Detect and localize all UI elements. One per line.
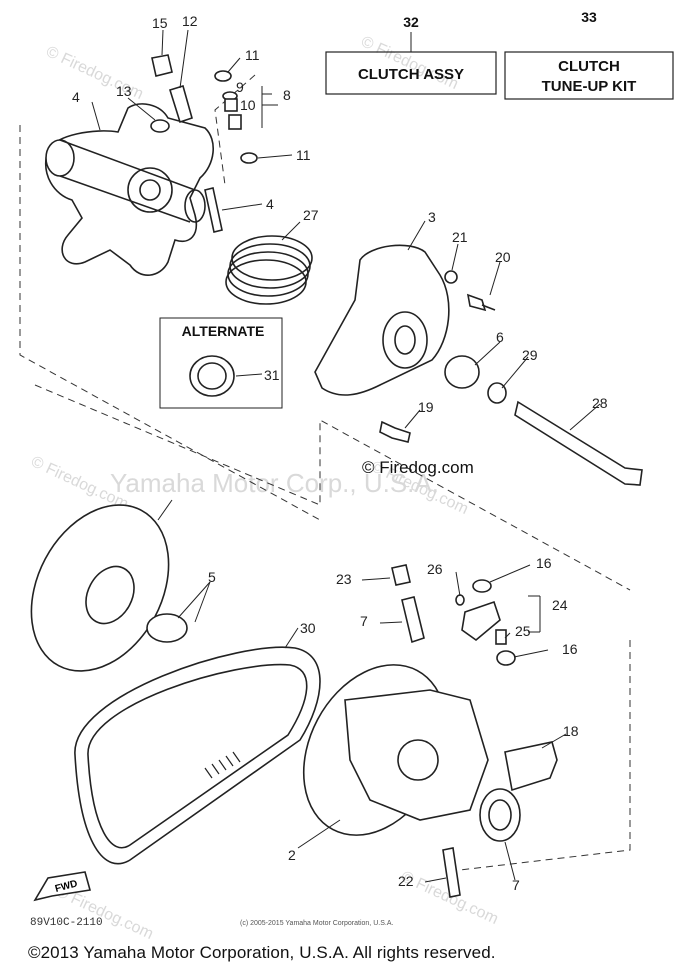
footer-copyright: ©2013 Yamaha Motor Corporation, U.S.A. A…: [28, 943, 496, 962]
kit-32-box: [325, 51, 497, 95]
callout-26: 26: [427, 561, 443, 577]
moveable-sheave-2: [302, 664, 489, 836]
callout-19: 19: [418, 399, 434, 415]
callout-2: 2: [288, 847, 296, 863]
fixed-sheave: [30, 504, 170, 672]
spring-27: [225, 235, 313, 305]
part-10b: [228, 114, 242, 130]
callout-8: 8: [283, 87, 291, 103]
callout-24: 24: [552, 597, 568, 613]
part-28: [514, 400, 643, 486]
part-6: [444, 355, 480, 389]
watermark-main: Yamaha Motor Corp., U.S.A.: [110, 468, 439, 498]
watermark-tile: © Firedog.com: [358, 33, 460, 93]
callout-10: 10: [240, 97, 256, 113]
part-16b: [496, 650, 516, 666]
part-18: [504, 741, 558, 792]
part-23: [391, 564, 411, 586]
kit-33-label-line2: TUNE-UP KIT: [542, 78, 637, 95]
part-16: [472, 579, 492, 593]
watermark-site-line1: © Firedog.com: [362, 458, 474, 477]
callout-9: 9: [236, 79, 244, 95]
part-12: [168, 84, 193, 124]
kit-33-number: 33: [581, 9, 597, 25]
callout-15: 15: [152, 15, 168, 31]
part-11: [214, 70, 232, 82]
callout-18: 18: [563, 723, 579, 739]
callout-4: 4: [72, 89, 80, 105]
part-13: [150, 119, 170, 133]
callout-30: 30: [300, 620, 316, 636]
kit-32-number: 32: [403, 14, 419, 30]
callout-13: 13: [116, 83, 132, 99]
callout-28: 28: [592, 395, 608, 411]
part-26: [455, 594, 465, 606]
alternate-label: ALTERNATE: [182, 323, 265, 339]
callout-11: 11: [245, 47, 260, 63]
callout-23: 23: [336, 571, 352, 587]
part-29: [487, 382, 507, 404]
callout-29: 29: [522, 347, 538, 363]
callout-5: 5: [208, 569, 216, 585]
diagram-code: 89V10C-2110: [30, 917, 103, 929]
callout-4b: 4: [266, 196, 274, 212]
callout-7b: 7: [512, 877, 520, 893]
callout-7: 7: [360, 613, 368, 629]
callout-6: 6: [496, 329, 504, 345]
callout-3: 3: [428, 209, 436, 225]
part-7: [401, 596, 425, 644]
callout-21: 21: [452, 229, 468, 245]
callout-labels: 15 12 11 4 13 9 10 8 11 4 27 3 21 20 6 2…: [72, 13, 608, 893]
drive-belt-30: [74, 646, 321, 865]
guide-line: [214, 74, 256, 186]
kit-33-box: [504, 51, 674, 100]
small-copyright: (c) 2005-2015 Yamaha Motor Corporation, …: [240, 920, 394, 927]
kit-33-label-line1: CLUTCH: [558, 58, 620, 75]
part-20: [466, 293, 487, 312]
upper-small-parts: [150, 54, 258, 233]
spider-hub: [45, 103, 214, 276]
alternate-box: [159, 317, 283, 409]
guide-line: [34, 384, 631, 591]
part-7b: [479, 788, 521, 842]
part-25: [495, 629, 507, 645]
callout-25: 25: [515, 623, 531, 639]
callout-27: 27: [303, 207, 319, 223]
callout-20: 20: [495, 249, 511, 265]
callout-16b: 16: [562, 641, 578, 657]
part-10: [224, 98, 238, 112]
part-31: [189, 355, 235, 397]
clutch-cover-3: [314, 244, 450, 396]
part-24: [461, 600, 501, 642]
fwd-arrow: FWD: [33, 871, 92, 902]
guide-line: [459, 640, 631, 871]
leader-lines: [91, 29, 601, 883]
part-15: [151, 54, 173, 77]
right-upper-parts: [379, 270, 643, 486]
callout-31: 31: [264, 367, 280, 383]
callout-11b: 11: [296, 147, 311, 163]
kit-32-label: CLUTCH ASSY: [358, 66, 464, 83]
part-19: [379, 420, 411, 443]
lower-small-parts: [391, 564, 558, 898]
guide-line: [19, 125, 321, 521]
part-5: [146, 613, 188, 643]
callout-16: 16: [536, 555, 552, 571]
callout-12: 12: [182, 13, 198, 29]
part-21: [444, 270, 458, 284]
part-11b: [240, 152, 258, 164]
callout-22: 22: [398, 873, 414, 889]
part-22: [442, 847, 461, 898]
part-4-bolt: [204, 187, 223, 233]
